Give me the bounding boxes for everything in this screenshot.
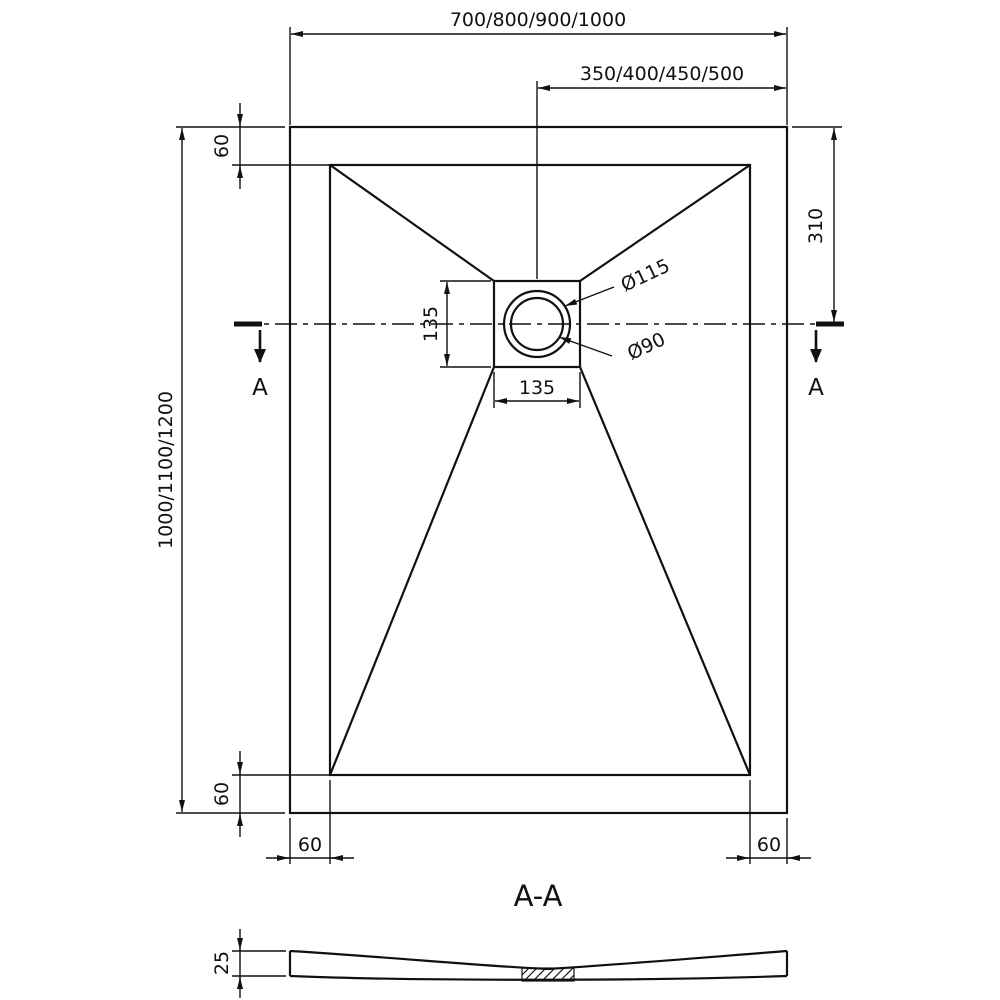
- drain-diameter-callouts: Ø115 Ø90: [558, 255, 674, 365]
- slope-diagonal-top-left: [329, 164, 495, 282]
- dim-overall-length: 1000/1100/1200: [155, 126, 285, 814]
- hatch-line: [521, 967, 530, 976]
- dim-overall-width: 700/800/900/1000: [289, 9, 788, 125]
- dim-left-inset-label: 60: [298, 834, 322, 856]
- tray-inner-outline: [328, 163, 752, 777]
- dim-thickness-label: 25: [211, 951, 233, 975]
- section-bottom-surface: [289, 974, 788, 981]
- label-inner-diameter: Ø90: [624, 328, 669, 364]
- hatch-line: [532, 967, 547, 982]
- dim-top-inset-label: 60: [211, 134, 233, 158]
- section-title: A-A: [514, 879, 563, 913]
- slope-diagonal-top-right: [579, 164, 751, 282]
- leader-line-inner-diameter: [558, 336, 613, 357]
- dim-bottom-inset-label: 60: [211, 782, 233, 806]
- dim-right-inset: 60: [726, 780, 811, 864]
- slope-diagonal-bottom-right: [578, 366, 752, 776]
- dim-center-to-right-label: 350/400/450/500: [580, 63, 744, 85]
- dim-right-inset-label: 60: [757, 834, 781, 856]
- hatch-line: [559, 967, 574, 982]
- dim-drain-offset: 310: [792, 126, 842, 322]
- leader-line-outer-diameter: [564, 286, 615, 307]
- dim-center-to-right: 350/400/450/500: [536, 63, 786, 279]
- slope-diagonal-bottom-left: [328, 366, 496, 776]
- plan-view: [288, 125, 789, 815]
- dim-overall-width-label: 700/800/900/1000: [450, 9, 626, 31]
- dim-bottom-inset: 60: [211, 751, 330, 837]
- dim-drain-height-label: 135: [420, 306, 442, 342]
- section-cut-line: A A: [234, 321, 844, 401]
- hatch-line: [550, 967, 565, 982]
- dim-drain-width: 135: [493, 372, 581, 408]
- hatch-line: [523, 967, 538, 982]
- dim-drain-width-label: 135: [519, 377, 555, 399]
- tray-outer-outline: [288, 125, 789, 815]
- hatch-line: [567, 974, 575, 982]
- dim-drain-offset-label: 310: [805, 208, 827, 244]
- section-drain-hatch: [521, 967, 575, 982]
- dim-top-inset: 60: [211, 103, 330, 189]
- section-mark-right-label: A: [808, 375, 824, 401]
- section-view: [288, 949, 789, 982]
- dim-overall-length-label: 1000/1100/1200: [155, 391, 177, 549]
- dim-left-inset: 60: [266, 780, 354, 864]
- hatch-line: [541, 967, 556, 982]
- section-top-surface: [289, 949, 788, 971]
- dim-thickness: 25: [211, 929, 286, 998]
- section-mark-left-label: A: [252, 375, 268, 401]
- dim-drain-height: 135: [420, 280, 491, 368]
- label-outer-diameter: Ø115: [618, 255, 674, 297]
